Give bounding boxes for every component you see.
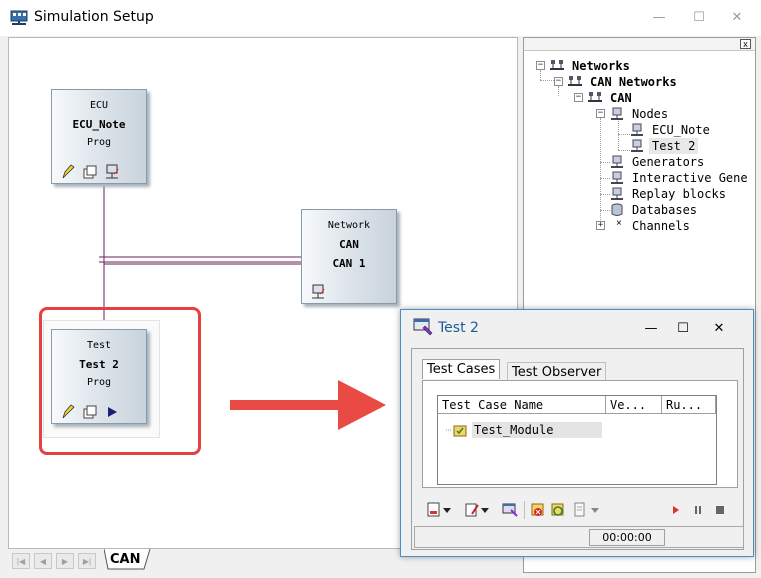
- dialog-title: Test 2: [438, 320, 479, 336]
- tree-expander-nodes[interactable]: −: [596, 108, 605, 118]
- test-2-dialog: Test 2 — ☐ ✕ Test Cases Test Observer Te…: [400, 309, 754, 557]
- computer-icon: [611, 107, 623, 120]
- tree-item-databases[interactable]: Databases: [632, 203, 698, 217]
- red-arrow: [230, 380, 386, 430]
- dialog-maximize-button[interactable]: ☐: [677, 321, 689, 336]
- monitor-icon[interactable]: [310, 284, 326, 300]
- highlight-box: [39, 307, 201, 455]
- stop-icon[interactable]: [712, 502, 728, 518]
- monitor-icon[interactable]: [104, 164, 120, 180]
- tree-item-interactive-generators[interactable]: Interactive Gene: [632, 171, 748, 185]
- tree-item-ecu-note[interactable]: ECU_Note: [652, 123, 710, 137]
- tree-item-nodes[interactable]: Nodes: [632, 107, 669, 121]
- tree-expander-can-networks[interactable]: −: [554, 76, 563, 86]
- document-icon[interactable]: [572, 502, 588, 518]
- bus-connectors: [99, 186, 301, 320]
- tree-expander-can[interactable]: −: [574, 92, 583, 102]
- test-toolbar: [422, 499, 738, 521]
- test-block-type: Test: [86, 340, 112, 351]
- test-case-row[interactable]: Test_Module: [472, 422, 602, 438]
- tree-close-button[interactable]: x: [740, 39, 751, 49]
- ecu-block-type: ECU: [89, 100, 109, 111]
- network-icon: [568, 76, 582, 86]
- pause-icon[interactable]: [690, 502, 706, 518]
- test-module-icon: [446, 425, 467, 437]
- tab-can-shape: [104, 549, 151, 570]
- first-tab-button[interactable]: |◀: [12, 553, 30, 569]
- tree-item-replay-blocks[interactable]: Replay blocks: [632, 187, 726, 201]
- tree-item-can[interactable]: CAN: [610, 91, 632, 105]
- elapsed-time: 00:00:00: [589, 529, 665, 546]
- dialog-body: Test Cases Test Observer Test Case Name …: [411, 348, 744, 550]
- computer-icon: [631, 139, 643, 152]
- tree-item-channels[interactable]: Channels: [632, 219, 690, 233]
- dialog-close-button[interactable]: ✕: [713, 321, 725, 336]
- column-version[interactable]: Ve...: [606, 396, 662, 414]
- prev-tab-button[interactable]: ◀: [34, 553, 52, 569]
- remove-icon[interactable]: [530, 502, 546, 518]
- computer-icon: [611, 171, 623, 184]
- network-block-bus: CAN: [339, 238, 359, 251]
- tree-expander-channels[interactable]: +: [596, 220, 605, 230]
- tree-item-generators[interactable]: Generators: [632, 155, 705, 169]
- ecu-block-kind: Prog: [86, 137, 112, 148]
- network-icon: [588, 92, 602, 102]
- refresh-icon[interactable]: [550, 502, 566, 518]
- test-block-kind: Prog: [86, 377, 112, 388]
- next-tab-button[interactable]: ▶: [56, 553, 74, 569]
- test-cases-panel: Test Case Name Ve... Ru... Test_Module: [422, 380, 738, 488]
- dialog-status-bar: 00:00:00: [414, 526, 744, 548]
- chevron-down-icon[interactable]: [480, 502, 490, 518]
- database-icon: [611, 203, 623, 216]
- computer-icon: [611, 155, 623, 168]
- toolbar-separator: [524, 501, 525, 519]
- network-block-name: CAN 1: [332, 257, 366, 270]
- pages-icon[interactable]: [82, 404, 98, 420]
- tree-expander-networks[interactable]: −: [536, 60, 545, 70]
- main-title-bar: Simulation Setup — ☐ ✕: [0, 0, 761, 36]
- window-title: Simulation Setup: [34, 9, 154, 25]
- column-test-case-name[interactable]: Test Case Name: [438, 396, 606, 414]
- test-block[interactable]: Test Test 2 Prog: [51, 329, 147, 424]
- tab-test-cases[interactable]: Test Cases: [422, 359, 501, 379]
- tree-item-can-networks[interactable]: CAN Networks: [590, 75, 677, 89]
- pages-icon[interactable]: [82, 164, 98, 180]
- test-window-icon: [413, 318, 433, 336]
- close-button[interactable]: ✕: [731, 10, 743, 25]
- test-block-name: Test 2: [79, 358, 119, 371]
- play-icon[interactable]: [104, 404, 120, 420]
- maximize-button[interactable]: ☐: [693, 10, 705, 25]
- chevron-down-icon[interactable]: [590, 502, 600, 518]
- pencil-icon[interactable]: [60, 404, 76, 420]
- tab-test-observer[interactable]: Test Observer: [507, 362, 607, 382]
- minimize-button[interactable]: —: [652, 10, 666, 25]
- network-block[interactable]: Network CAN CAN 1: [301, 209, 397, 304]
- ecu-block[interactable]: ECU ECU_Note Prog: [51, 89, 147, 184]
- tree-item-test-2[interactable]: Test 2: [649, 138, 699, 154]
- test-case-list[interactable]: Test Case Name Ve... Ru... Test_Module: [437, 395, 717, 485]
- configure-icon[interactable]: [502, 502, 518, 518]
- pencil-icon[interactable]: [60, 164, 76, 180]
- ecu-block-name: ECU_Note: [72, 118, 126, 131]
- network-icon: [550, 60, 564, 70]
- new-report-icon[interactable]: [426, 502, 442, 518]
- network-block-type: Network: [327, 220, 371, 231]
- chevron-down-icon[interactable]: [442, 502, 452, 518]
- computer-icon: [631, 123, 643, 136]
- last-tab-button[interactable]: ▶|: [78, 553, 96, 569]
- computer-icon: [611, 187, 623, 200]
- tab-can[interactable]: CAN: [110, 552, 141, 567]
- edit-report-icon[interactable]: [464, 502, 480, 518]
- network-app-icon: [10, 10, 28, 25]
- tree-panel-header: x: [524, 38, 755, 51]
- column-run[interactable]: Ru...: [662, 396, 716, 414]
- dialog-minimize-button[interactable]: —: [644, 321, 658, 336]
- channel-icon: ×: [616, 218, 622, 229]
- start-icon[interactable]: [668, 502, 684, 518]
- tree-item-networks[interactable]: Networks: [572, 59, 630, 73]
